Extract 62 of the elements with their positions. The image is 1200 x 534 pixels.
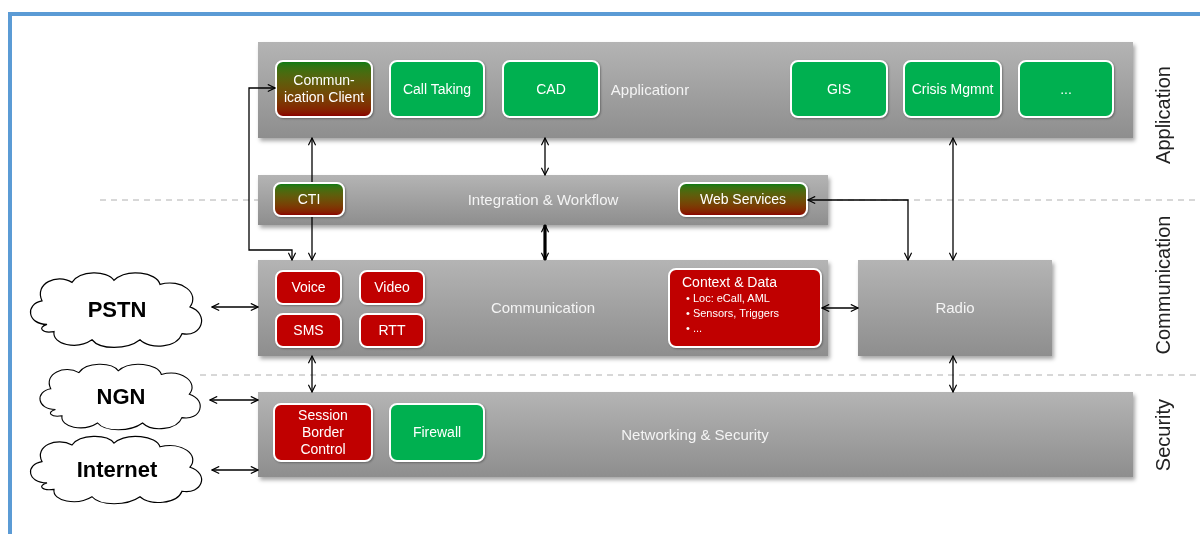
box-label: Crisis Mgmnt bbox=[911, 80, 994, 98]
box-label: RTT bbox=[378, 322, 406, 339]
box-label: Web Services bbox=[699, 191, 787, 208]
network-label: Internet bbox=[76, 455, 158, 484]
component-box bbox=[273, 182, 345, 217]
component-box bbox=[678, 182, 808, 217]
context-data-box bbox=[668, 268, 822, 348]
connector-arrow bbox=[248, 83, 297, 261]
connector-arrow bbox=[821, 303, 859, 313]
box-label: ... bbox=[1060, 80, 1072, 98]
layer-band bbox=[258, 42, 1133, 138]
layer-label: Integration & Workflow bbox=[467, 189, 619, 210]
layer-name: Communication bbox=[1151, 215, 1175, 355]
component-box bbox=[273, 403, 373, 462]
connector-arrow bbox=[307, 216, 317, 261]
layer-label: Communication bbox=[490, 297, 596, 318]
connector-arrow bbox=[307, 355, 317, 393]
bullet-item: • Sensors, Triggers bbox=[686, 306, 781, 321]
component-box bbox=[389, 403, 485, 462]
layer-name: Application bbox=[1151, 66, 1175, 164]
network-label: PSTN bbox=[87, 295, 147, 324]
layer-label: Networking & Security bbox=[621, 424, 769, 445]
box-label: Commun-ication Client bbox=[282, 72, 366, 106]
box-label: CTI bbox=[297, 191, 321, 208]
component-box bbox=[502, 60, 600, 118]
component-box bbox=[359, 270, 425, 305]
connector-arrow bbox=[948, 137, 958, 261]
component-box bbox=[275, 270, 342, 305]
component-box bbox=[275, 60, 373, 118]
component-box bbox=[359, 313, 425, 348]
box-label: CAD bbox=[536, 80, 566, 98]
bullet-item: • Loc: eCall, AML bbox=[686, 291, 771, 306]
component-box bbox=[903, 60, 1002, 118]
bullet-item: • ... bbox=[686, 321, 704, 336]
component-box bbox=[790, 60, 888, 118]
box-title: Context & Data bbox=[682, 274, 778, 291]
layer-label: Applicationr bbox=[610, 79, 690, 100]
connector-arrow bbox=[948, 355, 958, 393]
layer-band bbox=[258, 175, 828, 225]
connector-arrow bbox=[540, 224, 550, 261]
layer-label: Radio bbox=[935, 297, 975, 318]
connector-arrow bbox=[209, 395, 259, 405]
component-box bbox=[389, 60, 485, 118]
box-label: Call Taking bbox=[402, 80, 472, 98]
layer-band bbox=[258, 392, 1133, 477]
connector-arrow bbox=[540, 137, 550, 176]
layer-band bbox=[858, 260, 1052, 356]
box-label: Voice bbox=[291, 279, 326, 296]
component-box bbox=[1018, 60, 1114, 118]
box-label: Session Border Control bbox=[297, 407, 349, 458]
layer-band bbox=[258, 260, 828, 356]
connector-arrow bbox=[307, 137, 317, 183]
connector-arrow bbox=[211, 465, 259, 475]
box-label: SMS bbox=[293, 322, 324, 339]
layer-name: Security bbox=[1151, 398, 1175, 472]
connector-arrow bbox=[807, 195, 913, 261]
connector-arrow bbox=[211, 302, 259, 312]
component-box bbox=[275, 313, 342, 348]
box-label: Firewall bbox=[412, 424, 462, 441]
network-label: NGN bbox=[96, 382, 146, 411]
box-label: Video bbox=[374, 279, 410, 296]
box-label: GIS bbox=[826, 80, 852, 98]
